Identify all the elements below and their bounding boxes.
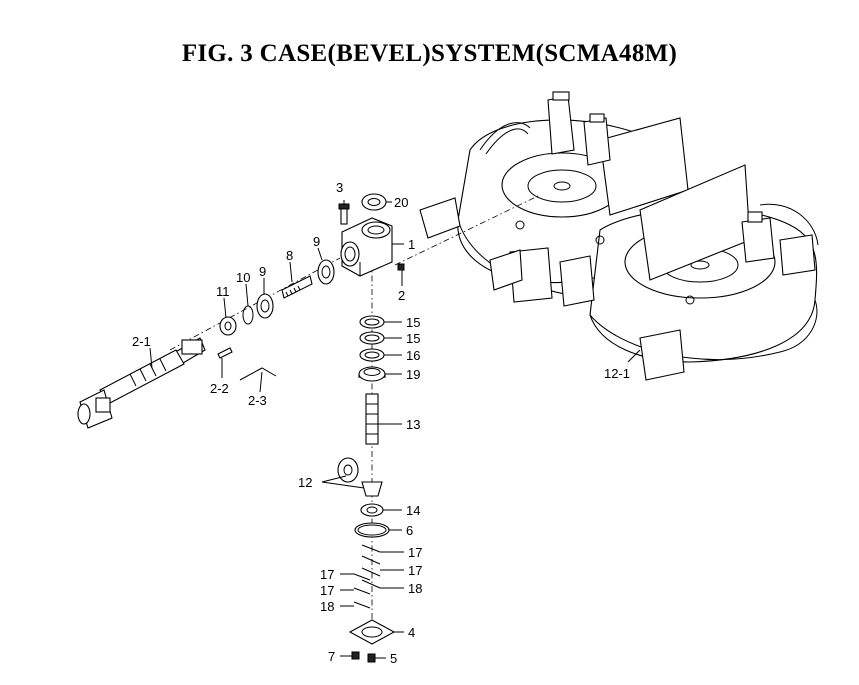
leader-lines [149,200,641,659]
callout-2: 2 [398,288,405,303]
callout-11: 11 [216,284,230,299]
drive-shaft-2-1-drawing [77,337,206,429]
callout-12-1: 12-1 [604,366,630,381]
vertical-stack-drawing [337,315,396,663]
callout-15-upper: 15 [406,315,420,330]
callout-12: 12 [298,475,312,490]
oil-seal-20-drawing [361,193,387,211]
callout-3: 3 [336,180,343,195]
callout-18-left: 18 [320,599,334,614]
callout-2-3: 2-3 [248,393,267,408]
callout-14: 14 [406,503,420,518]
callout-9-left: 9 [259,264,266,279]
pin-2-2-drawing [217,347,233,359]
callout-10: 10 [236,270,250,285]
callout-17-left-a: 17 [320,567,334,582]
bevel-case-drawing [340,217,393,277]
callout-7: 7 [328,649,335,664]
callout-2-1: 2-1 [132,334,151,349]
callout-16: 16 [406,348,420,363]
bolt-3-drawing [338,203,350,225]
input-shaft-parts-drawing [219,259,335,336]
callout-2-2: 2-2 [210,381,229,396]
mower-deck-drawing [419,91,819,381]
callout-8: 8 [286,248,293,263]
callout-6: 6 [406,523,413,538]
callout-19: 19 [406,367,420,382]
plug-2-drawing [397,263,405,271]
callout-5: 5 [390,651,397,666]
callout-17-right-b: 17 [408,563,422,578]
callout-20: 20 [394,195,408,210]
callout-13: 13 [406,417,420,432]
callout-1: 1 [408,237,415,252]
callout-15-lower: 15 [406,331,420,346]
callout-9-right: 9 [313,234,320,249]
callout-17-right-a: 17 [408,545,422,560]
callout-4: 4 [408,625,415,640]
figure-title: FIG. 3 CASE(BEVEL)SYSTEM(SCMA48M) [181,40,678,67]
callout-labels: 3 20 1 2 9 8 9 10 11 2-1 2-2 2-3 15 15 1… [132,180,630,666]
callout-18-right: 18 [408,581,422,596]
callout-17-left-b: 17 [320,583,334,598]
clip-2-3-drawing [239,367,277,381]
